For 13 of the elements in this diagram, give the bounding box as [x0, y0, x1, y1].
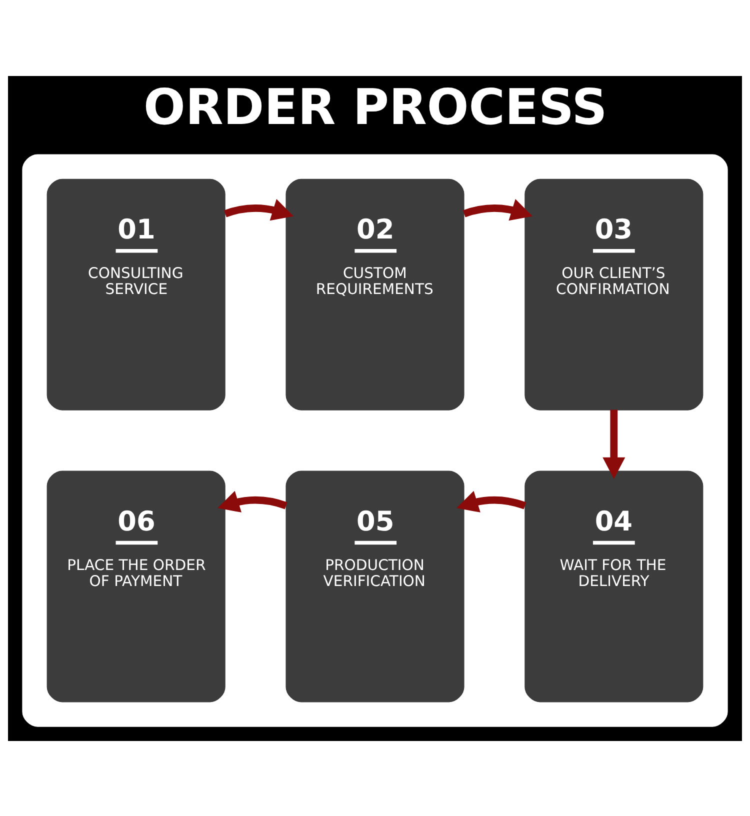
diagram-title: ORDER PROCESS	[143, 78, 608, 136]
arrow	[224, 198, 294, 220]
node-box: 01 CONSULTING SERVICE	[46, 178, 226, 410]
node-box: 02 CUSTOM REQUIREMENTS	[286, 178, 464, 410]
arrow	[218, 490, 288, 512]
cluster	[22, 154, 728, 726]
node-box: 03 OUR CLIENT’S CONFIRMATION	[524, 178, 704, 410]
arrow	[456, 490, 526, 512]
node-box: 04 WAIT FOR THE DELIVERY	[524, 470, 704, 702]
arrow	[602, 409, 626, 478]
arrow	[462, 198, 533, 220]
node-box: 06 PLACE THE ORDER OF PAYMENT	[46, 470, 226, 702]
node-box: 05 PRODUCTION VERIFICATION	[286, 470, 464, 702]
